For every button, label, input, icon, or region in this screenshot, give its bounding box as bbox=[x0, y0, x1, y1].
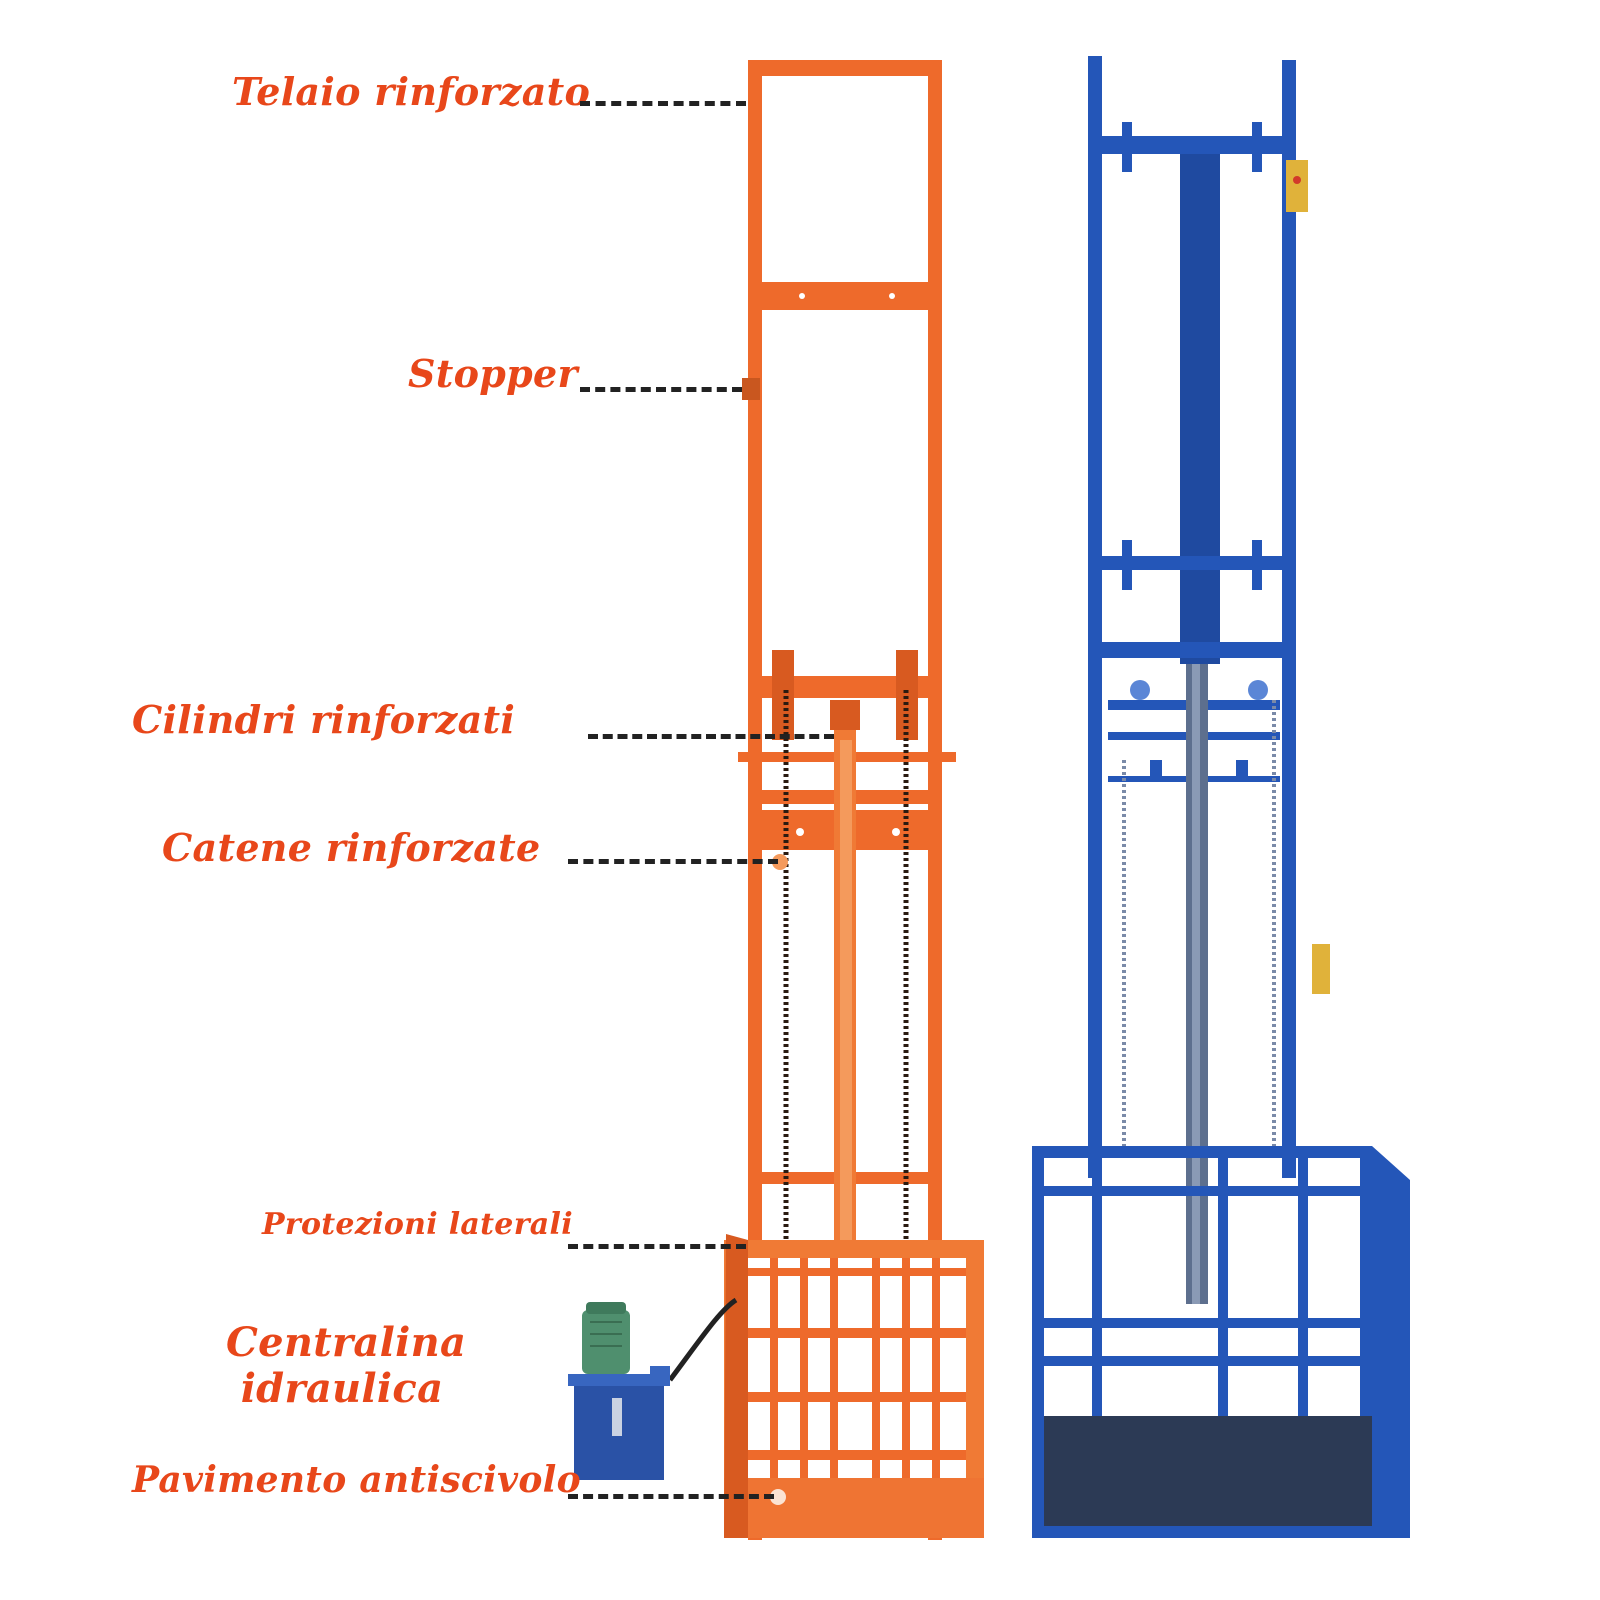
label-stopper: Stopper bbox=[408, 351, 578, 396]
label-cilindri-rinforzati: Cilindri rinforzati bbox=[132, 697, 516, 742]
hydraulic-hose bbox=[667, 1297, 738, 1382]
orange-cage bbox=[724, 1234, 984, 1538]
leader-pavimento bbox=[568, 1494, 774, 1499]
label-centralina-line2: idraulica bbox=[240, 1365, 444, 1412]
label-centralina-line1: Centralina bbox=[226, 1319, 467, 1366]
label-pavimento-antiscivolo: Pavimento antiscivolo bbox=[132, 1459, 581, 1501]
leader-catene bbox=[568, 859, 778, 864]
orange-carriage-head bbox=[762, 676, 928, 698]
label-protezioni-laterali: Protezioni laterali bbox=[262, 1207, 573, 1242]
blue-lift bbox=[1032, 56, 1410, 1538]
leader-telaio bbox=[580, 101, 746, 106]
orange-stopper bbox=[742, 378, 760, 400]
control-box bbox=[1286, 160, 1308, 212]
blue-upright-right bbox=[1282, 60, 1296, 1178]
blue-guide-column bbox=[1180, 154, 1220, 664]
leader-protezioni bbox=[568, 1244, 746, 1249]
orange-upright-right bbox=[928, 60, 942, 1540]
label-telaio-rinforzato: Telaio rinforzato bbox=[232, 69, 591, 114]
leader-stopper bbox=[580, 387, 742, 392]
label-centralina-idraulica: Centralina idraulica bbox=[226, 1319, 467, 1412]
blue-floor bbox=[1044, 1416, 1372, 1526]
orange-lift bbox=[667, 60, 984, 1540]
orange-upper-crossbar bbox=[762, 282, 928, 310]
orange-top-beam bbox=[748, 60, 942, 76]
limit-switch bbox=[1312, 944, 1330, 994]
motor bbox=[582, 1310, 630, 1374]
blue-top-beam bbox=[1102, 136, 1282, 154]
orange-upright-left bbox=[748, 60, 762, 1540]
orange-floor-bolt bbox=[770, 1489, 786, 1505]
hydraulic-power-unit bbox=[568, 1302, 670, 1480]
blue-carriage-head bbox=[1090, 642, 1296, 658]
blue-cage bbox=[1032, 1146, 1410, 1538]
blue-upright-left bbox=[1088, 56, 1102, 1178]
label-catene-rinforzate: Catene rinforzate bbox=[162, 825, 541, 870]
leader-cilindri bbox=[588, 734, 834, 739]
